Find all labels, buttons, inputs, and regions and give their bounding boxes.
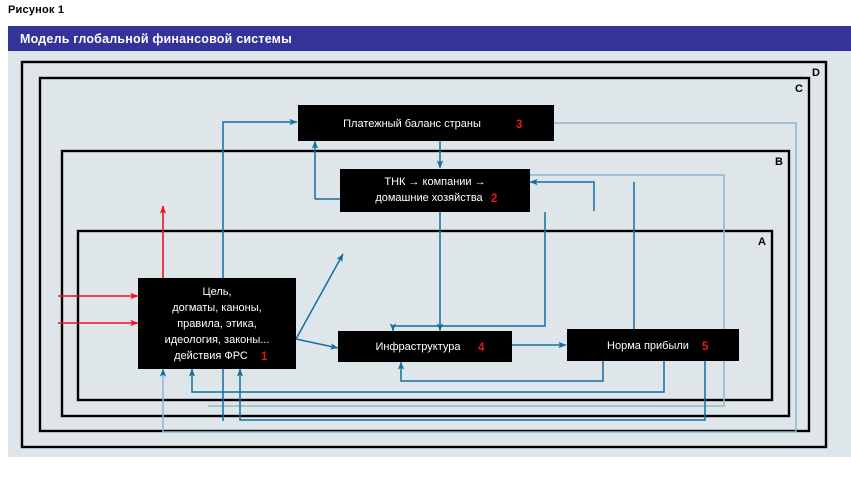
node-tnk-number: 2: [491, 193, 497, 205]
title-banner: Модель глобальной финансовой системы: [8, 26, 851, 51]
node-payment-balance-number: 3: [516, 119, 522, 131]
node-profit-rate-label: Норма прибыли: [607, 340, 689, 352]
node-tnk-companies-households[interactable]: ТНК → компании → домашние хозяйства 2: [340, 169, 530, 212]
flow-right-passthrough: [208, 174, 725, 407]
frame-label-A: A: [758, 236, 766, 248]
node-goal-label-line1: Цель,: [202, 286, 231, 298]
node-goal-dogma-fed[interactable]: Цель, догматы, каноны, правила, этика, и…: [138, 278, 296, 369]
flow-right-down-to-node4: [389, 212, 546, 332]
node-payment-balance[interactable]: Платежный баланс страны 3: [298, 105, 554, 141]
node-profit-rate-rect: [567, 329, 739, 361]
node-group: Платежный баланс страны 3 ТНК → компании…: [138, 105, 739, 369]
node-goal-label-line3: правила, этика,: [177, 318, 257, 330]
node-infrastructure-number: 4: [478, 342, 485, 354]
frame-label-B: B: [775, 156, 783, 168]
flow-node3-to-bottom-loop: [159, 122, 797, 433]
connector-group: [58, 118, 797, 433]
flow-bottom-to-node1: [236, 351, 706, 421]
diagram-canvas: D C B A: [8, 51, 851, 457]
node-tnk-label-line2: домашние хозяйства: [375, 192, 483, 204]
node-payment-balance-label: Платежный баланс страны: [343, 118, 481, 130]
frame-A: [76, 229, 774, 402]
node-infrastructure[interactable]: Инфраструктура 4: [338, 331, 512, 362]
node-goal-rect: [138, 278, 296, 369]
node-goal-label-line2: догматы, каноны,: [172, 302, 261, 314]
flow-left-into-node3: [222, 118, 298, 421]
node-goal-number: 1: [261, 351, 268, 363]
flow-node1-to-node2-diagonal: [295, 253, 344, 340]
node-goal-label-line4: идеология, законы...: [165, 334, 270, 346]
node-profit-rate[interactable]: Норма прибыли 5: [567, 329, 739, 361]
node-goal-label-line5: действия ФРС: [174, 350, 248, 362]
frame-C: [38, 76, 811, 433]
flow-node5-to-node1: [188, 361, 665, 393]
frame-label-D: D: [812, 67, 820, 79]
flow-node1-to-node4-diagonal: [295, 338, 339, 350]
node-payment-balance-rect: [298, 105, 554, 141]
frame-D: [20, 60, 828, 449]
node-infrastructure-rect: [338, 331, 512, 362]
flow-node5-back-to-node4: [397, 361, 604, 382]
node-profit-rate-number: 5: [702, 341, 709, 353]
flow-right-into-node2: [529, 178, 595, 211]
frame-label-C: C: [795, 83, 803, 95]
figure-caption: Рисунок 1: [8, 4, 65, 16]
node-infrastructure-label: Инфраструктура: [375, 341, 461, 353]
diagram-svg: D C B A: [20, 60, 828, 449]
frame-B: [60, 149, 791, 418]
title-banner-text: Модель глобальной финансовой системы: [20, 31, 293, 46]
node-tnk-rect: [340, 169, 530, 212]
node-tnk-label-line1: ТНК → компании →: [384, 176, 485, 188]
frame-group: D C B A: [20, 60, 828, 449]
